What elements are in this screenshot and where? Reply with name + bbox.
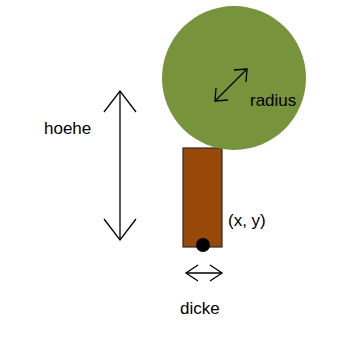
thickness-arrow — [186, 265, 222, 281]
radius-arrow — [215, 69, 247, 101]
tree-crown — [162, 6, 306, 150]
thickness-label: dicke — [180, 299, 220, 319]
radius-label: radius — [250, 91, 296, 111]
coordinate-label: (x, y) — [228, 211, 266, 231]
height-arrow — [104, 91, 136, 240]
tree-trunk — [183, 148, 222, 247]
base-point — [196, 238, 210, 252]
height-label: hoehe — [44, 119, 91, 139]
